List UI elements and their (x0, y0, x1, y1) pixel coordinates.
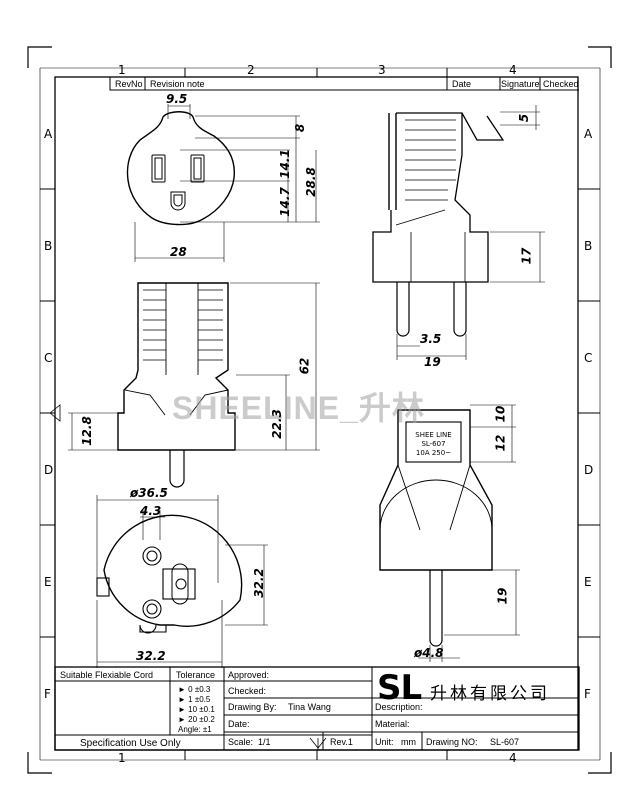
plug-side-view (372, 112, 505, 337)
rev-label: Rev.1 (330, 737, 353, 747)
dimension-face-diameter: ø36.5 (130, 486, 168, 500)
zone-label-right-a: A (584, 127, 593, 141)
tolerance-row-5: Angle: ±1 (178, 725, 212, 734)
zone-label-left-f: F (44, 687, 51, 701)
description-label: Description: (375, 702, 423, 712)
dimension-socket-top-height: 8 (293, 123, 308, 133)
dimension-front-pin-length: 19 (495, 587, 510, 605)
zone-label-bottom-4: 4 (509, 751, 517, 765)
zone-label-right-f: F (584, 687, 591, 701)
dimension-face-width: 32.2 (136, 649, 166, 663)
material-label: Material: (375, 719, 410, 729)
spec-use-label: Specification Use Only (80, 738, 181, 749)
checked-label: Checked: (228, 686, 267, 696)
revision-header-checked: Checked (543, 79, 579, 89)
dimension-body-lower: 22.3 (269, 409, 284, 439)
watermark: SHEELINE_升林 (172, 390, 425, 426)
company-name: 升林有限公司 (430, 684, 550, 704)
unit-value: mm (401, 737, 416, 747)
zone-label-right-c: C (584, 351, 593, 365)
dimension-socket-slot-height: 14.1 (277, 149, 292, 179)
dimension-front-pin-dia: ø4.8 (414, 646, 444, 660)
zone-label-bottom-1: 1 (118, 751, 126, 765)
zone-label-left-d: D (44, 463, 54, 477)
zone-label-top-2: 2 (247, 63, 255, 77)
dimension-pin-diameter: 3.5 (420, 332, 442, 346)
approved-label: Approved: (228, 670, 270, 680)
dimension-side-pin-height: 17 (519, 247, 534, 265)
tolerance-row-3: ► 10 ±0.1 (178, 705, 215, 714)
plug-body-side-view (117, 282, 236, 488)
drawing-by-label: Drawing By: (228, 702, 277, 712)
zone-label-left-a: A (44, 127, 53, 141)
label-plate-line-1: SHEE LINE (415, 431, 452, 439)
revision-header-note: Revision note (150, 79, 205, 89)
revision-header-date: Date (452, 79, 472, 89)
company-logo: SL (377, 668, 422, 708)
dimension-side-top-offset: 5 (517, 113, 532, 123)
revision-header-signature: Signature (501, 79, 540, 89)
zone-label-top-4: 4 (509, 63, 517, 77)
zone-label-left-c: C (44, 351, 53, 365)
dimension-front-top: 10 (493, 405, 508, 423)
zone-label-top-1: 1 (118, 63, 126, 77)
tolerance-row-2: ► 1 ±0.5 (178, 695, 211, 704)
dimension-face-pin-dia: 4.3 (140, 504, 162, 518)
unit-label: Unit: (375, 737, 394, 747)
dimension-body-length: 62 (297, 357, 312, 375)
dimension-socket-width: 28 (170, 245, 187, 259)
label-plate-line-2: SL-607 (421, 440, 446, 448)
dimension-body-offset: 12.8 (79, 416, 94, 446)
revision-header-revno: RevNo (115, 79, 143, 89)
dimension-socket-body-height: 28.8 (303, 167, 318, 197)
dimension-front-mid: 12 (493, 434, 508, 452)
title-block (54, 666, 580, 751)
date-label: Date: (228, 719, 250, 729)
plug-face-view (96, 514, 243, 634)
tolerance-row-1: ► 0 ±0.3 (178, 685, 211, 694)
dimension-face-height: 32.2 (251, 568, 266, 598)
tolerance-label: Tolerance (176, 670, 216, 680)
zone-label-left-e: E (44, 575, 52, 589)
drawing-no-value: SL-607 (490, 737, 520, 747)
scale-label: Scale: (228, 737, 254, 747)
drawing-by-value: Tina Wang (288, 702, 331, 712)
cord-label: Suitable Flexiable Cord (60, 670, 154, 680)
tolerance-row-4: ► 20 ±0.2 (178, 715, 215, 724)
drawing-no-label: Drawing NO: (426, 737, 478, 747)
dimension-pin-spacing: 19 (424, 355, 441, 369)
zone-label-right-b: B (584, 239, 593, 253)
zone-label-right-e: E (584, 575, 592, 589)
socket-front-view (126, 111, 235, 226)
zone-label-top-3: 3 (378, 63, 386, 77)
dimension-socket-lower-height: 14.7 (277, 187, 292, 217)
zone-label-left-b: B (44, 239, 53, 253)
zone-label-right-d: D (584, 463, 594, 477)
dimension-socket-top-width: 9.5 (166, 92, 188, 106)
label-plate-line-3: 10A 250~ (415, 449, 452, 457)
scale-value: 1/1 (258, 737, 271, 747)
